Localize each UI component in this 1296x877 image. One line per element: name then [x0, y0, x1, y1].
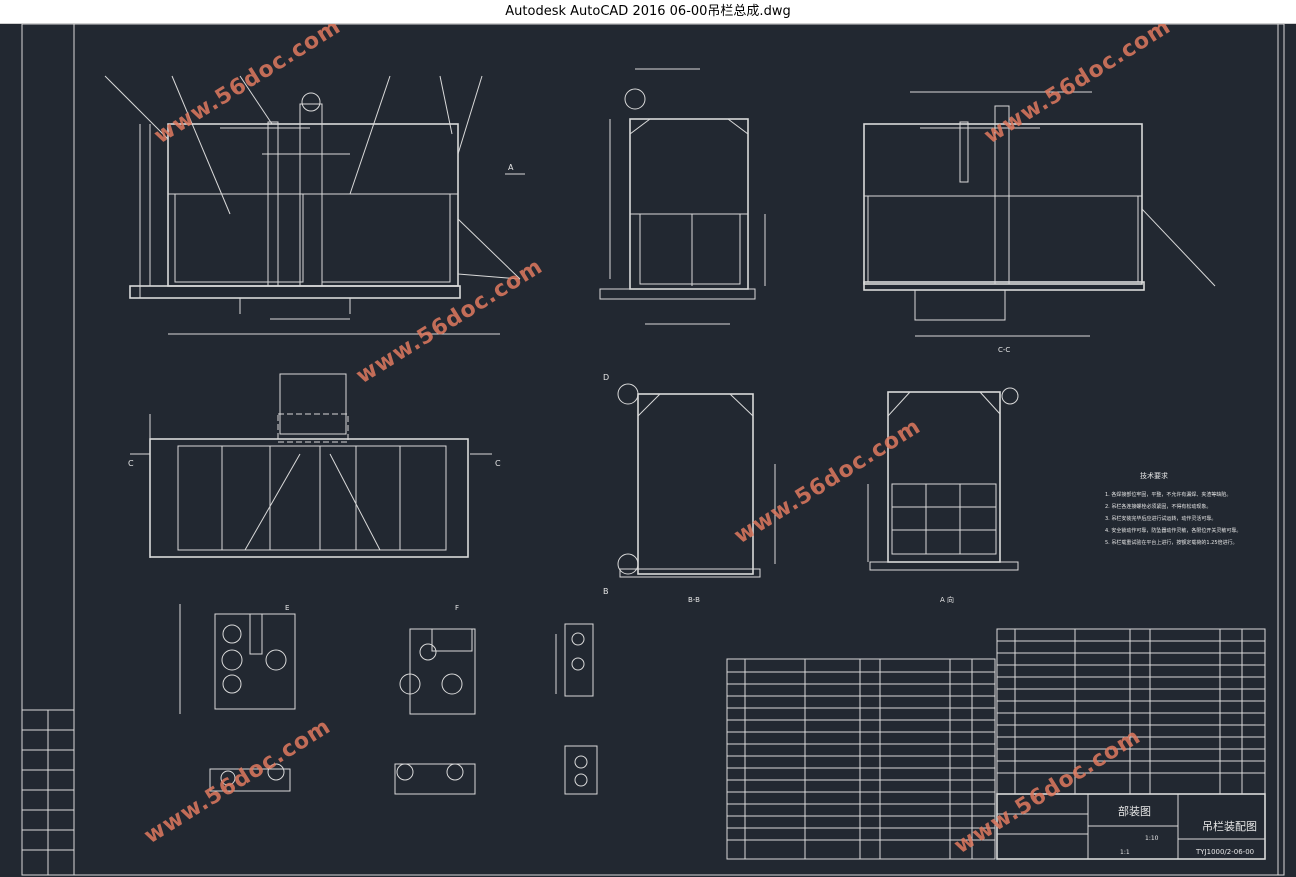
section-c-left-label: C [128, 459, 134, 468]
view-f-label: F [455, 604, 459, 612]
drawing-type-label: 部装图 [1118, 804, 1151, 818]
view-b-label: B [603, 587, 609, 596]
section-c-right-label: C [495, 459, 501, 468]
side-view[interactable] [599, 68, 766, 325]
tech-req-item-1: 1. 各焊接部位牢固，平整，不允许有漏焊、夹渣等缺陷。 [1105, 491, 1231, 498]
watermark-text-1: www.56doc.com [150, 24, 345, 149]
tech-req-heading: 技术要求 [1140, 471, 1168, 480]
window-title: Autodesk AutoCAD 2016 06-00吊栏总成.dwg [505, 4, 791, 19]
revision-strip [22, 709, 74, 875]
watermark-text-2: www.56doc.com [980, 24, 1175, 149]
parts-list-right[interactable] [996, 628, 1266, 795]
sheet-frame [21, 24, 1285, 876]
view-d[interactable]: D B B-B [603, 373, 776, 604]
view-bb-label: B-B [688, 596, 700, 604]
drawing-svg[interactable]: A C-C [0, 24, 1296, 877]
view-a-label: A 向 [940, 595, 954, 604]
tech-req-item-4: 4. 安全锁动作可靠，防坠器动作灵敏，各限位开关灵敏可靠。 [1105, 527, 1241, 534]
tech-req-item-2: 2. 吊栏各连接螺栓必须紧固，不得有松动现象。 [1105, 503, 1211, 510]
drawing-scale-label: 1:10 [1145, 835, 1159, 842]
front-view[interactable]: A [104, 75, 525, 335]
view-a-arrow-label: A [508, 163, 514, 172]
plan-view[interactable]: C C [128, 373, 501, 558]
drawing-name-label: 吊栏装配图 [1202, 819, 1257, 833]
technical-requirements: 技术要求 1. 各焊接部位牢固，平整，不允许有漏焊、夹渣等缺陷。 2. 吊栏各连… [1105, 471, 1241, 546]
watermark-text-5: www.56doc.com [140, 714, 335, 849]
watermark-text-4: www.56doc.com [730, 414, 925, 549]
drawing-number-label: TYJ1000/2-06-00 [1195, 848, 1254, 856]
drawing-canvas[interactable]: A C-C [0, 24, 1296, 877]
parts-list-left[interactable] [726, 658, 996, 860]
tech-req-item-5: 5. 吊栏载重试验在平台上进行，按额定载荷的1.25倍进行。 [1105, 539, 1238, 546]
watermarks: www.56doc.com www.56doc.com www.56doc.co… [140, 24, 1175, 859]
sheet-unit-label: 1:1 [1120, 849, 1130, 856]
view-d-label: D [603, 373, 609, 382]
section-c-view-label: C-C [998, 346, 1010, 354]
section-c-view[interactable]: C-C [863, 91, 1216, 354]
view-a[interactable]: A 向 [867, 387, 1019, 604]
tech-req-item-3: 3. 吊栏安装完毕后应进行试运转，动作灵活可靠。 [1105, 515, 1216, 522]
window-title-bar: Autodesk AutoCAD 2016 06-00吊栏总成.dwg [0, 0, 1296, 24]
view-e-label: E [285, 604, 289, 612]
title-block[interactable]: 部装图 吊栏装配图 TYJ1000/2-06-00 1:10 1:1 [996, 793, 1266, 860]
detail-views[interactable]: E F [179, 604, 598, 795]
